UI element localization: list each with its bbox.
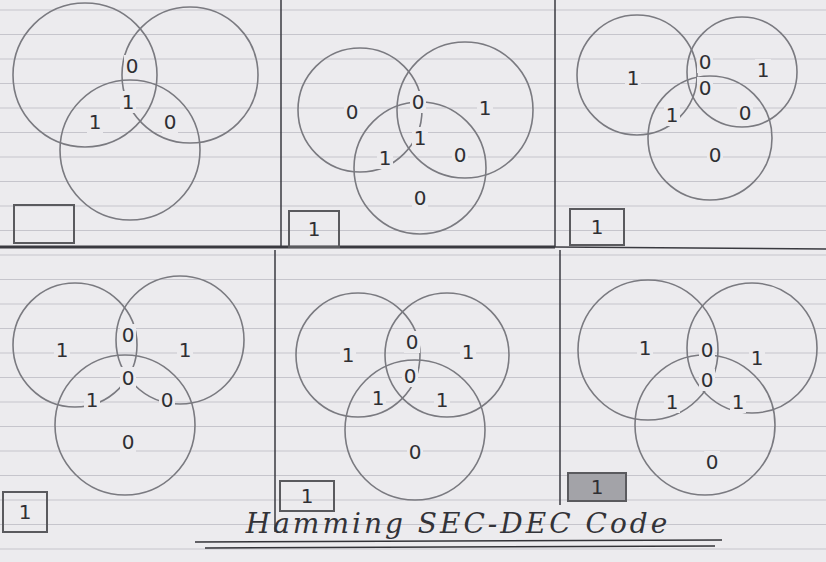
bit-value: 0 [699,369,716,391]
bit-value: 1 [755,59,772,81]
title-underline [195,540,722,548]
bit-value: 0 [412,187,429,209]
parity-result: 1 [301,486,314,506]
bit-value: 1 [177,339,194,361]
bit-value: 1 [370,387,387,409]
bit-value: 0 [402,365,419,387]
venn-circles [13,3,817,500]
parity-result: 1 [308,219,321,239]
bit-value: 1 [637,337,654,359]
bit-value: 0 [162,111,179,133]
bit-value: 1 [460,341,477,363]
bit-value: 0 [344,101,361,123]
bit-value: 0 [120,324,137,346]
bit-value: 1 [120,91,137,113]
answer-box: 1 [279,480,335,512]
bit-value: 0 [124,55,141,77]
answer-box: 1 [567,472,627,502]
bit-value: 0 [737,102,754,124]
bit-value: 0 [407,441,424,463]
panel-dividers [0,0,826,532]
bit-value: 0 [707,144,724,166]
bit-value: 0 [452,144,469,166]
empty-answer-box [14,205,74,243]
page-title: Hamming SEC-DEC Code [246,510,671,538]
answer-box: 1 [288,210,340,248]
bit-value: 0 [697,51,714,73]
bit-value: 0 [159,389,176,411]
answer-box: 1 [569,208,625,246]
bit-value: 1 [434,389,451,411]
bit-value: 0 [699,339,716,361]
parity-result: 1 [591,217,604,237]
answer-box: 1 [2,491,48,533]
bit-value: 0 [120,431,137,453]
bit-value: 0 [704,451,721,473]
parity-result: 1 [19,502,32,522]
bit-value: 1 [54,339,71,361]
bit-value: 1 [625,67,642,89]
bit-value: 1 [730,391,747,413]
bit-value: 1 [377,147,394,169]
bit-value: 0 [697,77,714,99]
bit-value: 1 [664,391,681,413]
bit-value: 1 [84,389,101,411]
bit-value: 1 [664,104,681,126]
bit-value: 0 [404,331,421,353]
bit-value: 1 [340,344,357,366]
bit-value: 1 [749,347,766,369]
bit-value: 1 [412,127,429,149]
bit-value: 0 [410,91,427,113]
bit-value: 1 [87,111,104,133]
bit-value: 1 [477,97,494,119]
parity-result: 1 [591,477,604,497]
bit-value: 0 [120,367,137,389]
